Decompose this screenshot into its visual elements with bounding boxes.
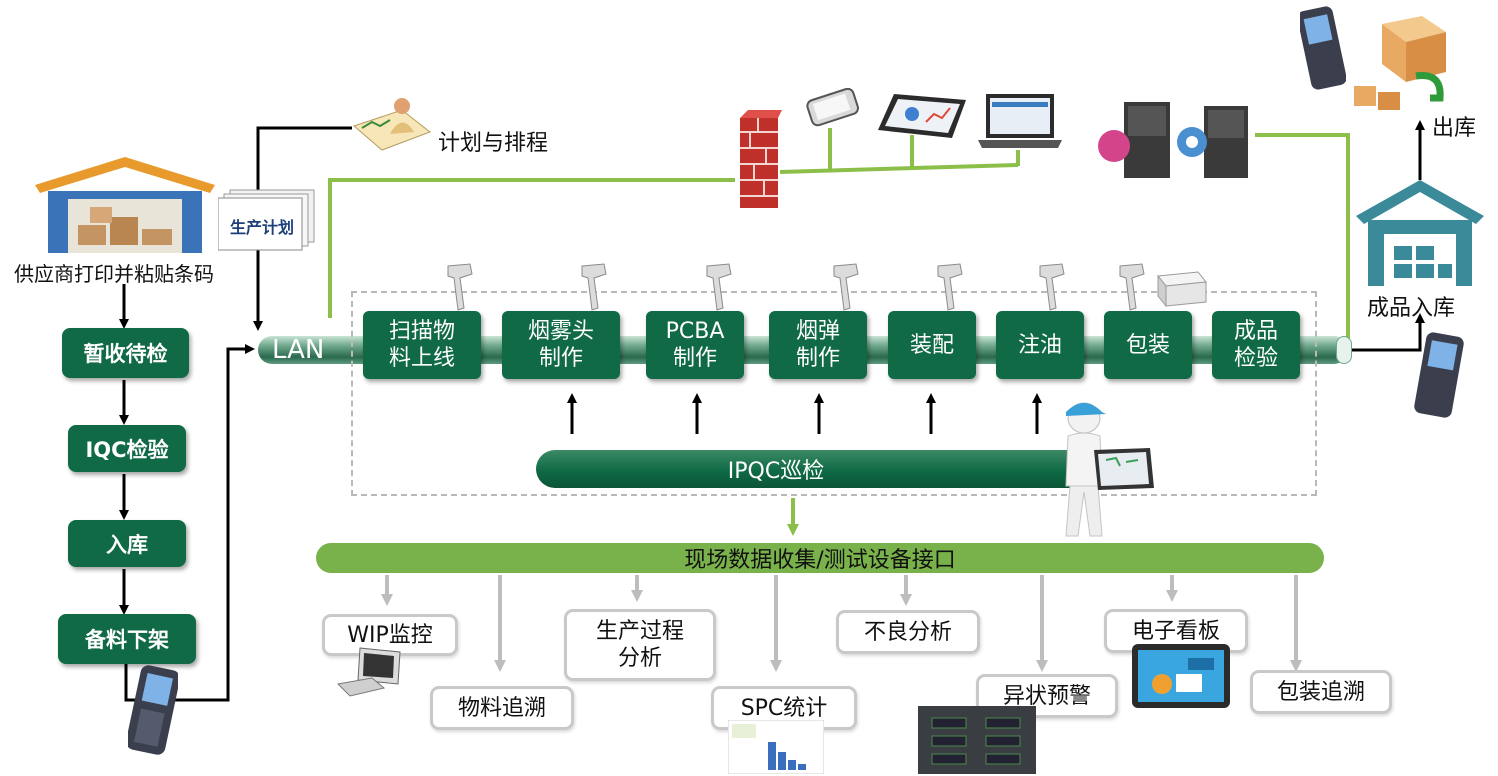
output-defect-analysis[interactable]: 不良分析 (836, 610, 980, 654)
alert-dashboard-thumbnail-icon (918, 706, 1036, 774)
shipping-boxes-icon (1354, 16, 1446, 110)
planner-person-icon (353, 98, 432, 151)
production-plan-doc-icon (218, 189, 315, 251)
process-packing[interactable]: 包装 (1104, 311, 1192, 379)
line-lan-to-warehouse (1352, 313, 1425, 352)
step-picking[interactable]: 备料下架 (58, 614, 196, 664)
barcode-scanner-icon-7 (1119, 263, 1145, 311)
step-iqc-inspection[interactable]: IQC检验 (68, 425, 186, 472)
lan-label: LAN (272, 335, 325, 365)
barcode-scanner-icon-1 (447, 263, 473, 311)
smartphone-icon (806, 88, 859, 127)
barcode-scanner-icon-6 (1039, 263, 1065, 311)
line-picking-to-lan (124, 344, 255, 702)
process-final-inspection[interactable]: 成品 检验 (1212, 311, 1300, 379)
pc-monitor-icon (336, 647, 401, 697)
line-schedule-to-plan (256, 126, 352, 200)
process-atomizer[interactable]: 烟雾头 制作 (502, 311, 620, 379)
process-scan-material[interactable]: 扫描物 料上线 (363, 311, 481, 379)
inspector-person-icon (1065, 402, 1154, 537)
data-collection-bar[interactable]: 现场数据收集/测试设备接口 (316, 543, 1324, 573)
supplier-warehouse-icon (35, 157, 215, 253)
step-stock-in[interactable]: 入库 (68, 520, 186, 567)
ipqc-patrol-bar[interactable]: IPQC巡检 (536, 450, 1096, 488)
spc-chart-thumbnail-icon (728, 720, 824, 774)
process-assembly[interactable]: 装配 (888, 311, 976, 379)
green-network-line (328, 178, 735, 318)
outbound-label: 出库 (1432, 116, 1477, 141)
lan-bus-end (1336, 336, 1352, 364)
barcode-scanner-icon-2 (581, 263, 607, 311)
supplier-label: 供应商打印并粘贴条码 (14, 262, 214, 286)
finished-warehouse-icon (1356, 180, 1484, 286)
process-cartridge[interactable]: 烟弹 制作 (769, 311, 867, 379)
handheld-terminal-icon (128, 665, 178, 755)
outbound-handheld-icon (1300, 6, 1346, 90)
finished-warehouse-label: 成品入库 (1367, 296, 1456, 321)
output-material-trace[interactable]: 物料追溯 (430, 686, 574, 730)
laptop-icon (978, 94, 1062, 148)
output-packing-trace[interactable]: 包装追溯 (1250, 670, 1392, 714)
step-pending-inspection[interactable]: 暂收待检 (62, 328, 189, 378)
kanban-screen-icon (1132, 644, 1230, 708)
firewall-icon (740, 110, 782, 208)
barcode-scanner-icon-3 (706, 263, 732, 311)
process-pcba[interactable]: PCBA 制作 (646, 311, 744, 379)
label-printer-icon (1157, 271, 1207, 308)
green-line-servers (1255, 133, 1350, 340)
production-plan-label: 生产计划 (230, 218, 295, 237)
schedule-label: 计划与排程 (438, 131, 549, 156)
finished-handheld-icon (1414, 332, 1464, 418)
output-spc-stats[interactable]: SPC统计 (711, 686, 857, 730)
output-wip-monitor[interactable]: WIP监控 (322, 614, 458, 656)
process-oil-filling[interactable]: 注油 (996, 311, 1084, 379)
servers-icon (1098, 102, 1248, 178)
tablet-icon (878, 94, 966, 138)
barcode-scanner-icon-4 (833, 263, 859, 311)
green-network-line-devices (779, 163, 1019, 174)
barcode-scanner-icon-5 (937, 263, 963, 311)
production-area-frame (351, 291, 1317, 496)
output-process-analysis[interactable]: 生产过程 分析 (564, 609, 716, 681)
